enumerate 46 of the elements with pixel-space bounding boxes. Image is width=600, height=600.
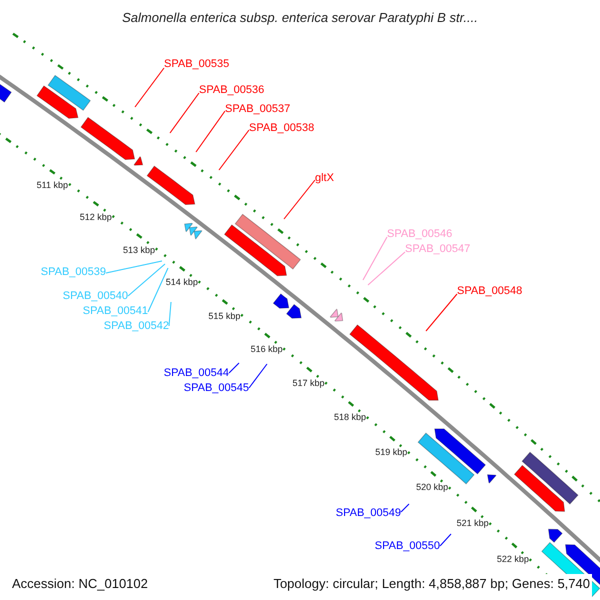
scale-label: 517 kbp xyxy=(292,378,324,388)
scale-label: 520 kbp xyxy=(416,482,448,492)
gene-label: SPAB_00535 xyxy=(164,58,230,70)
scale-label: 512 kbp xyxy=(80,212,112,222)
scale-label: 514 kbp xyxy=(166,277,198,288)
leader-line xyxy=(440,534,452,546)
scale-label: 518 kbp xyxy=(334,412,366,422)
leader-line xyxy=(362,236,388,280)
scale-label: 522 kbp xyxy=(496,554,529,564)
leader-line xyxy=(134,68,164,108)
gene-label: SPAB_00546 xyxy=(387,228,452,240)
gene-label: SPAB_00541 xyxy=(82,305,148,317)
scale-label: 513 kbp xyxy=(122,244,155,255)
leader-line xyxy=(426,294,458,332)
map-title: Salmonella enterica subsp. enterica serovar Paratyphi B str.... xyxy=(121,10,479,25)
leader-line xyxy=(284,180,316,220)
gene-label: SPAB_00537 xyxy=(225,103,290,115)
gene-label: SPAB_00550 xyxy=(374,540,440,552)
gene-label: SPAB_00544 xyxy=(164,367,229,379)
gene-label: SPAB_00536 xyxy=(199,84,264,96)
leader-line xyxy=(128,264,166,296)
gene-label: gltX xyxy=(315,172,334,184)
scale-label: 521 kbp xyxy=(456,518,489,528)
scale-label: 511 kbp xyxy=(36,180,68,190)
gene-label: SPAB_00542 xyxy=(104,320,169,332)
leader-line xyxy=(218,130,250,170)
gene-label: SPAB_00547 xyxy=(405,243,470,255)
gene-label: SPAB_00540 xyxy=(62,290,128,302)
gene-label: SPAB_00548 xyxy=(457,285,522,297)
leader-line xyxy=(400,504,410,512)
gene-label: SPAB_00539 xyxy=(40,266,106,278)
leader-line xyxy=(248,364,268,388)
gene-label: SPAB_00538 xyxy=(249,122,314,134)
leader-line xyxy=(106,260,162,274)
leader-line xyxy=(228,362,240,374)
leader-line xyxy=(170,92,200,134)
gene-label: SPAB_00545 xyxy=(184,382,249,394)
scale-label: 519 kbp xyxy=(375,447,408,458)
leader-line xyxy=(368,252,406,286)
leader-line xyxy=(168,302,172,326)
scale-label: 516 kbp xyxy=(250,344,283,354)
leader-line xyxy=(196,110,226,152)
gene-label: SPAB_00549 xyxy=(336,507,401,519)
leader-line xyxy=(148,268,168,312)
genome-info-text: Topology: circular; Length: 4,858,887 bp; Genes: 5,740 xyxy=(271,574,592,599)
scale-label: 515 kbp xyxy=(208,310,240,320)
